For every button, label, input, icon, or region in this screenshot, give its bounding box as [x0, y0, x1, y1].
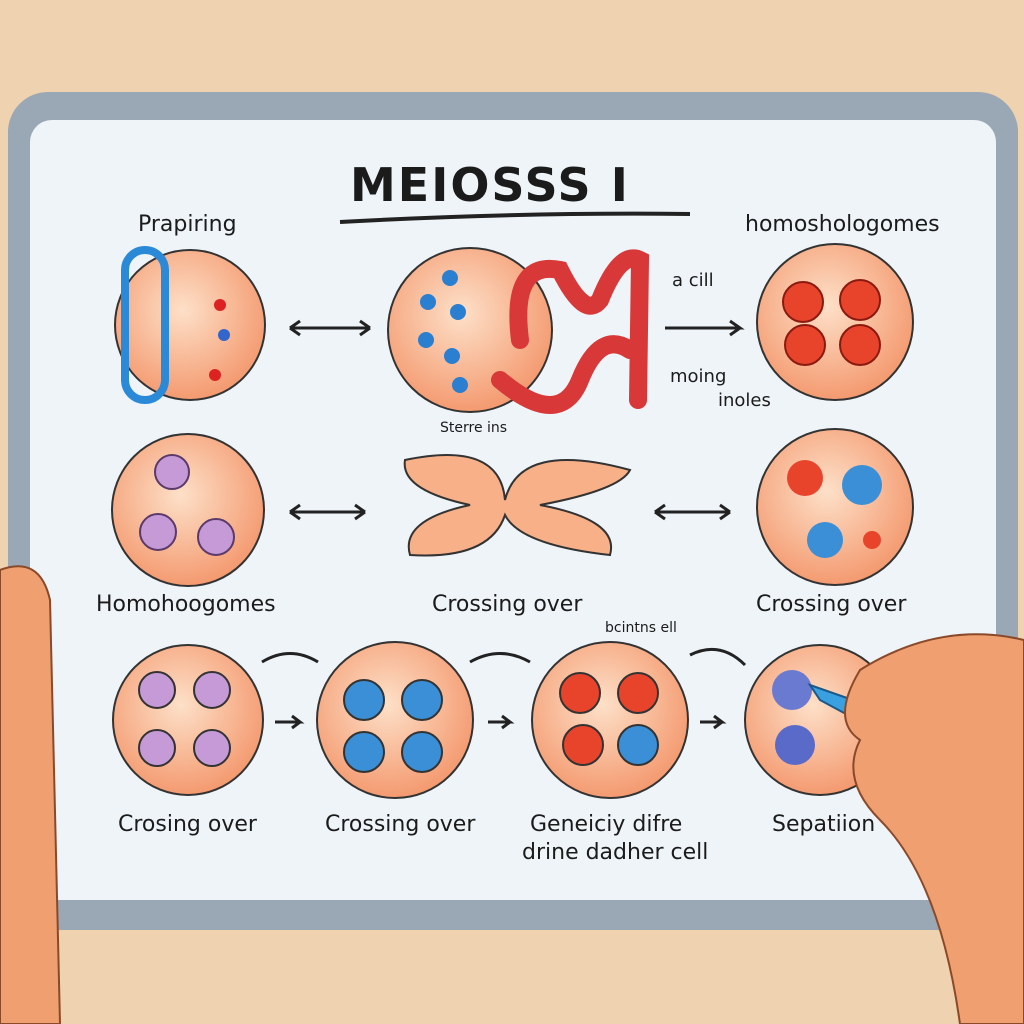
- label-inoles: inoles: [718, 390, 771, 411]
- cell-red-blue: [756, 428, 914, 586]
- arrows: [261, 319, 747, 730]
- cell-bottom-1: [112, 644, 264, 796]
- label-sterre: Sterre ins: [440, 420, 508, 436]
- left-hand: [0, 565, 62, 1024]
- label-moving: moing: [670, 366, 727, 387]
- cell-four-red: [756, 243, 914, 401]
- label-sepatiion: Sepatiion: [772, 812, 876, 837]
- cell-purple: [111, 433, 265, 587]
- label-a-cell: a cill: [672, 270, 714, 291]
- label-homohoogomes: Homohoogomes: [96, 592, 276, 617]
- chromosome-x: [403, 454, 632, 557]
- label-crossing-over-right: Crossing over: [756, 592, 907, 617]
- cell-prapiring: [114, 246, 266, 404]
- label-prapiring: Prapiring: [138, 212, 237, 237]
- label-dadher-cell: drine dadher cell: [522, 840, 709, 865]
- label-bcintns: bcintns ell: [605, 620, 677, 636]
- label-geneiciy: Geneiciy difre: [530, 812, 683, 837]
- label-crossing-over-bottom: Crossing over: [325, 812, 476, 837]
- cell-bottom-3: [531, 641, 689, 799]
- title-underline: [339, 211, 691, 224]
- label-homoshologomes: homoshologomes: [745, 212, 940, 237]
- label-crossing-over-center: Crossing over: [432, 592, 583, 617]
- page-title: MEIOSSS I: [350, 158, 630, 212]
- cell-chromosome: [387, 247, 650, 414]
- right-hand-with-pen: [807, 633, 1024, 1024]
- cell-bottom-2: [316, 641, 474, 799]
- label-crosing-over: Crosing over: [118, 812, 257, 837]
